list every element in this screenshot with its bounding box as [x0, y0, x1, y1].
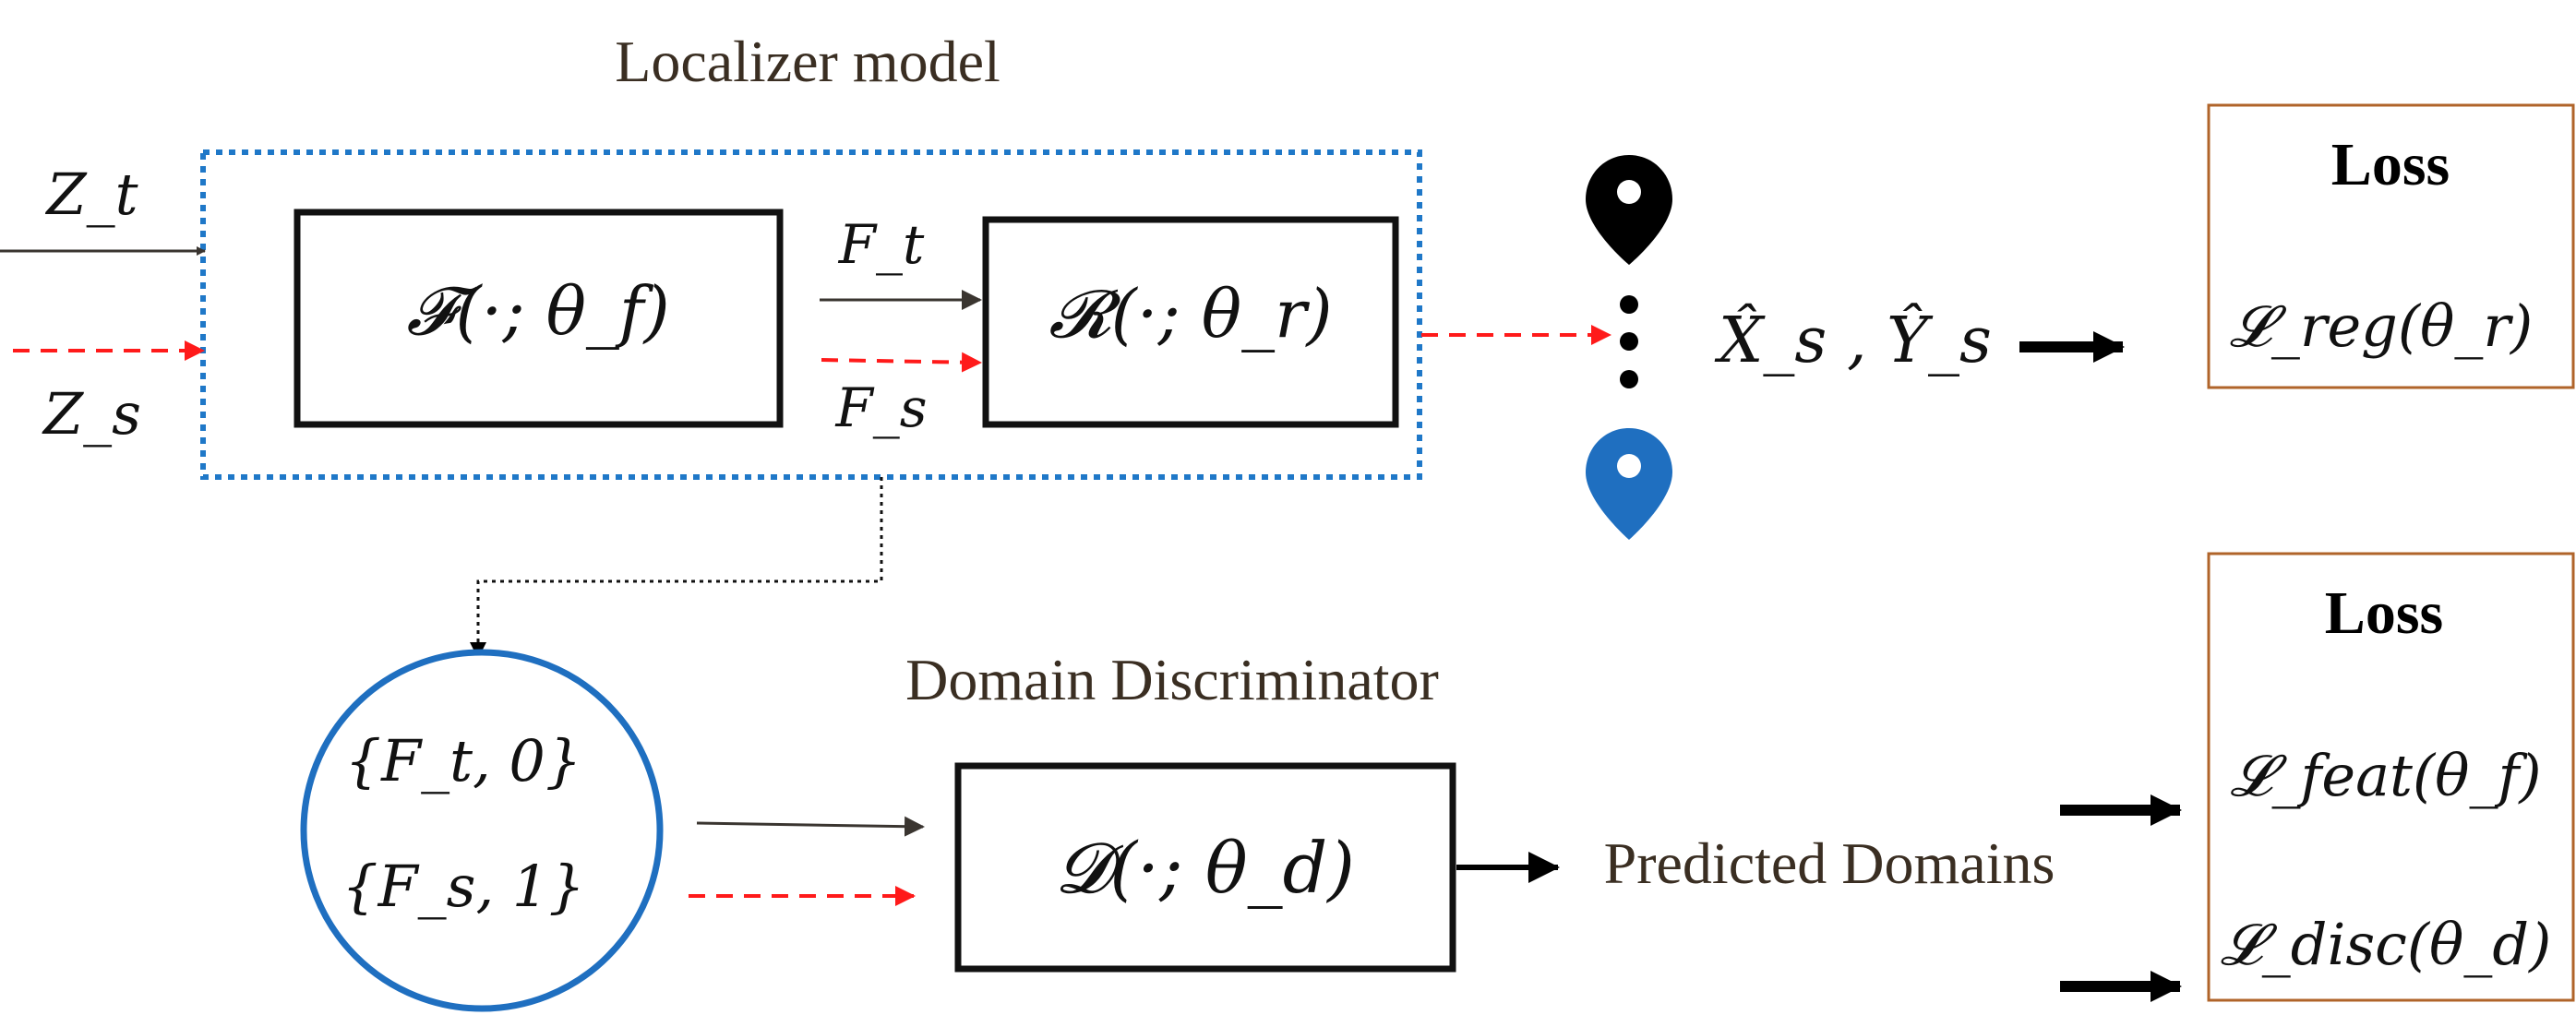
regressor-label: 𝓡(·; θ_r): [1048, 275, 1332, 352]
feature-extractor-block: [294, 209, 784, 428]
regressor-block: [982, 216, 1399, 428]
input-target-label: Z_t: [45, 161, 138, 228]
localizer-title: Localizer model: [615, 29, 1000, 94]
input-source-label: Z_s: [42, 380, 141, 448]
discriminator-label: 𝓓(·; θ_d): [1056, 827, 1355, 909]
discriminator-block: [954, 762, 1456, 973]
discriminator-target-arrow: [696, 816, 925, 837]
black-location-pin-icon: [1586, 155, 1672, 265]
loss-discriminator-term: 𝓛_disc(θ_d): [2221, 911, 2552, 978]
feature-target-label: F_t: [838, 213, 925, 276]
feature-extractor-label: 𝓕(·; θ_f): [406, 272, 669, 350]
predicted-domains-label: Predicted Domains: [1604, 830, 2055, 896]
discriminator-title: Domain Discriminator: [905, 647, 1439, 712]
feature-source-label: F_s: [834, 376, 927, 439]
loss-bottom-box: [2207, 552, 2575, 1002]
loss-top-title: Loss: [2331, 131, 2450, 198]
feature-source-arrow: [821, 352, 982, 373]
loss-feature-term: 𝓛_feat(θ_f): [2230, 742, 2541, 809]
feature-set-target-label: {F_t, 0}: [345, 727, 582, 794]
localizer-boundary: [200, 149, 1422, 480]
blue-location-pin-icon: [1586, 428, 1672, 540]
loss-top-box: [2207, 103, 2575, 389]
predicted-coordinates-label: X̂_s , Ŷ_s: [1714, 304, 1992, 377]
loss-bottom-title: Loss: [2325, 579, 2443, 647]
labeled-feature-set-circle: [300, 649, 664, 1012]
feature-set-source-label: {F_s, 1}: [341, 853, 585, 920]
ellipsis-dots-icon: [1620, 295, 1638, 388]
feature-tap-connector: [470, 477, 883, 659]
loss-regression-term: 𝓛_reg(θ_r): [2230, 293, 2533, 360]
